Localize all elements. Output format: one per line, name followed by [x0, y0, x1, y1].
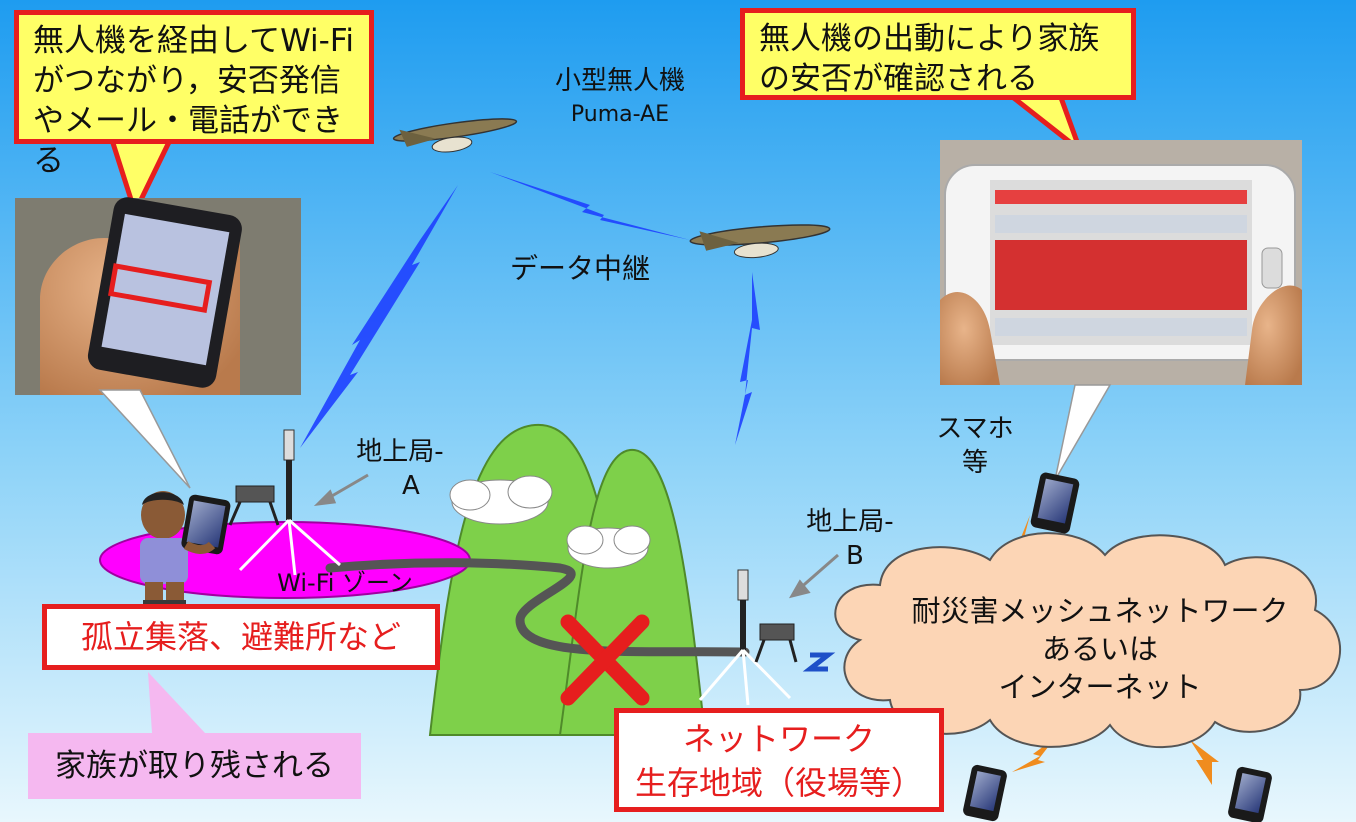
drone-upper-icon — [392, 118, 518, 153]
drone-label: 小型無人機 Puma-AE — [540, 64, 700, 132]
small-clouds — [449, 475, 651, 569]
callout-wifi-connection: 無人機を経由してWi-Fi がつながり，安否発信 やメール・電話ができる — [14, 10, 374, 179]
broken-link-x-icon — [560, 614, 650, 706]
station-b-label: 地上局- B — [806, 507, 894, 571]
smartphone-label: スマホ 等 — [936, 414, 1014, 478]
callout-wifi-line-1: 無人機を経由してWi-Fi — [33, 23, 355, 59]
callout-wifi-line-3: やメール・電話ができる — [33, 103, 343, 179]
pink-box-tail — [148, 672, 205, 733]
photo-tail-right — [1054, 384, 1112, 481]
data-relay-label: データ中継 — [509, 252, 650, 285]
photo-hands-smartphone — [940, 140, 1302, 385]
beam-station-b — [735, 272, 760, 445]
ground-station-a — [228, 429, 341, 576]
smartphone-icon-bottom-left — [963, 764, 1007, 822]
relay-beams — [300, 172, 760, 448]
callout-family-line-1: 無人機の出動により家族 — [759, 21, 1100, 57]
child-with-tablet-icon — [140, 491, 231, 608]
photo-hand-phone — [15, 197, 301, 395]
left-behind-box: 家族が取り残される — [28, 733, 361, 799]
mesh-network-cloud — [834, 532, 1341, 749]
drone-label-jp: 小型無人機 — [554, 66, 685, 96]
mesh-network-label: 耐災害メッシュネットワーク あるいは インターネット — [911, 594, 1289, 704]
pointer-arrows — [313, 473, 839, 599]
callout-family-confirmation: 無人機の出動により家族 の安否が確認される — [740, 8, 1136, 100]
beam-station-a — [300, 185, 458, 448]
drone-label-en: Puma-AE — [570, 102, 670, 127]
drone-lower-icon — [689, 224, 831, 259]
callout-wifi-line-2: がつながり，安否発信 — [33, 63, 341, 99]
link-lightning-bottom-right — [1190, 740, 1219, 785]
smartphone-icon-bottom-right — [1228, 766, 1272, 822]
station-a-label: 地上局- A — [356, 437, 444, 501]
beam-drones — [490, 172, 690, 240]
smartphone-icon-top — [1030, 472, 1080, 534]
photo-tail-left — [98, 389, 191, 489]
wifi-zone-label: Wi-Fi ゾーン — [277, 569, 413, 597]
ground-station-b — [698, 569, 836, 706]
surviving-network-box: ネットワーク 生存地域（役場等） — [614, 708, 944, 812]
callout-family-line-2: の安否が確認される — [759, 61, 1038, 97]
isolated-area-box: 孤立集落、避難所など — [42, 604, 440, 670]
